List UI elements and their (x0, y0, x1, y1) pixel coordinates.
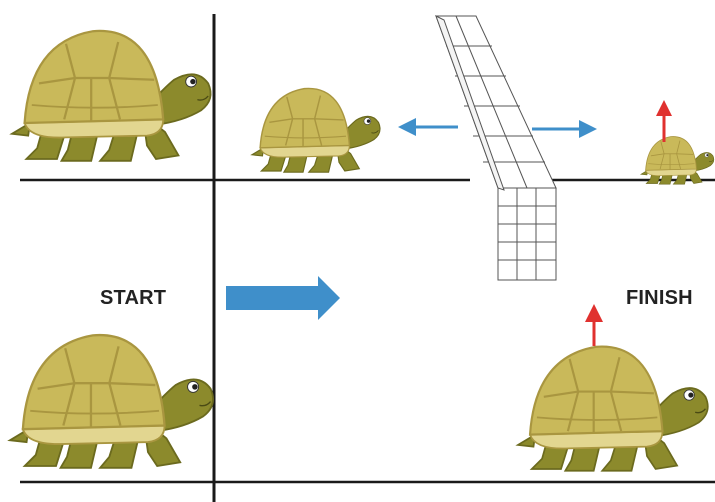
finish-label: FINISH (626, 287, 693, 310)
tortoise-icon-top-left (12, 31, 211, 161)
right-arrow-icon (226, 276, 340, 320)
up-arrow-icon-bottom (585, 304, 603, 346)
tortoise-icon-bottom-right (518, 347, 708, 471)
start-label: START (100, 287, 166, 310)
tortoise-icon-top-right-small (641, 137, 714, 185)
tortoise-icon-bottom-left (10, 335, 213, 468)
barrier-grid-icon (436, 16, 556, 280)
up-arrow-icon-top (656, 100, 672, 142)
tortoise-icon-top-middle (252, 88, 380, 172)
